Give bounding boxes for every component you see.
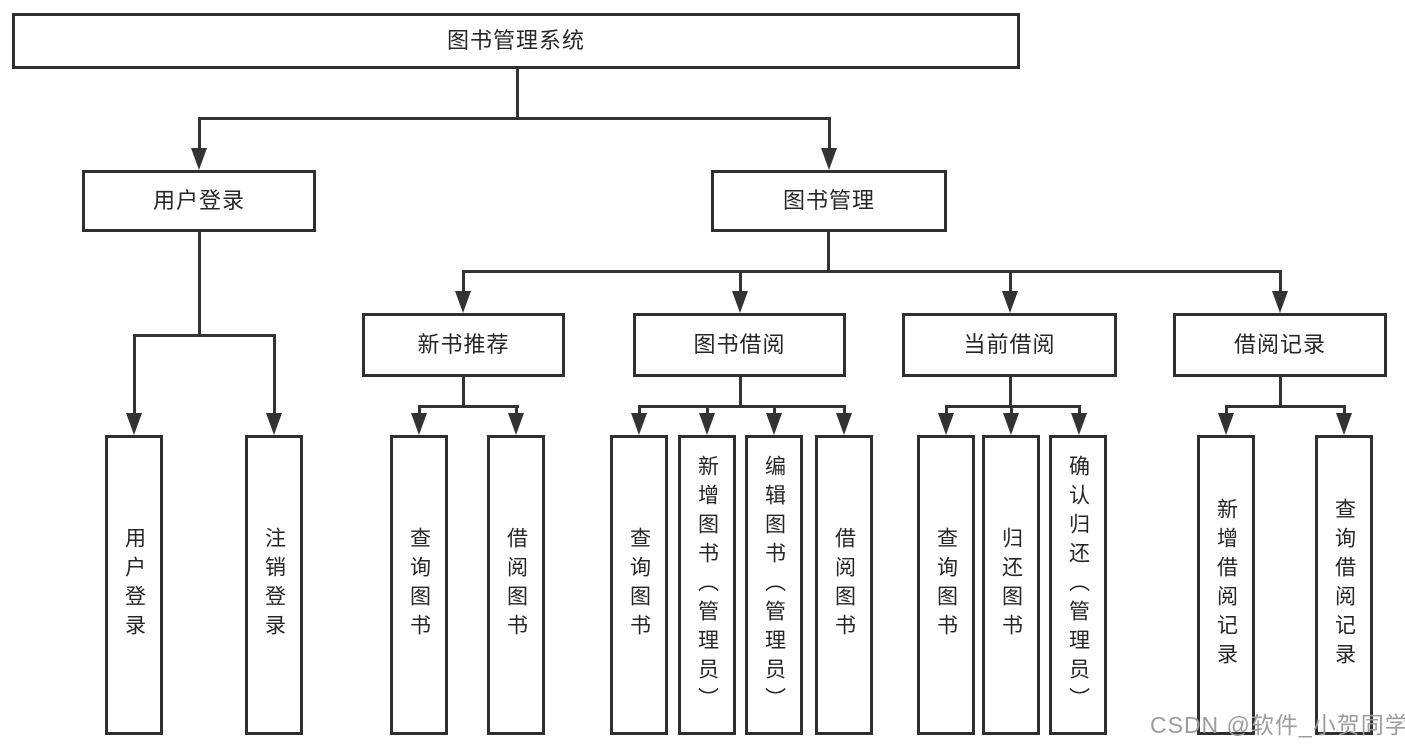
node-new-book-recommend-label: 新书推荐 [417, 332, 510, 357]
connector-line [945, 406, 948, 416]
connector-line [1225, 406, 1228, 416]
leaf-return-book-label: 归还图书 [999, 527, 1023, 643]
connector-line [638, 405, 846, 408]
connector-line [739, 272, 742, 292]
connector-line [1009, 272, 1012, 292]
node-user-login: 用户登录 [82, 170, 316, 232]
arrow-down-icon [732, 291, 748, 313]
node-book-borrow: 图书借阅 [633, 313, 846, 377]
leaf-edit-book-admin-label: 编辑图书（管理员） [762, 454, 786, 716]
leaf-query-book-3-label: 查询图书 [934, 527, 958, 643]
connector-line [1279, 272, 1282, 292]
connector-line [515, 406, 518, 416]
arrow-down-icon [508, 413, 524, 435]
node-book-management: 图书管理 [711, 170, 947, 232]
node-new-book-recommend: 新书推荐 [362, 313, 565, 377]
connector-line [418, 405, 519, 408]
connector-line [1279, 377, 1282, 407]
node-user-login-label: 用户登录 [152, 188, 245, 213]
connector-line [1009, 377, 1012, 407]
leaf-query-borrow-record-label: 查询借阅记录 [1332, 498, 1356, 672]
leaf-user-login-label: 用户登录 [122, 527, 146, 643]
connector-line [828, 119, 831, 150]
connector-line [1225, 405, 1346, 408]
arrow-down-icon [1003, 413, 1019, 435]
node-root-label: 图书管理系统 [446, 28, 585, 53]
connector-line [1343, 406, 1346, 416]
node-borrow-records-label: 借阅记录 [1233, 332, 1326, 357]
arrow-down-icon [821, 148, 837, 170]
leaf-borrow-book-2-label: 借阅图书 [832, 527, 856, 643]
connector-line [1078, 406, 1081, 416]
connector-line [1010, 406, 1013, 416]
leaf-user-login: 用户登录 [105, 435, 163, 735]
connector-line [273, 336, 276, 414]
leaf-confirm-return-admin: 确认归还（管理员） [1049, 435, 1107, 735]
arrow-down-icon [938, 413, 954, 435]
arrow-down-icon [191, 148, 207, 170]
arrow-down-icon [411, 413, 427, 435]
leaf-query-book-2-label: 查询图书 [627, 527, 651, 643]
leaf-edit-book-admin: 编辑图书（管理员） [745, 435, 803, 735]
arrow-down-icon [455, 291, 471, 313]
arrow-down-icon [126, 413, 142, 435]
connector-line [827, 232, 830, 272]
arrow-down-icon [631, 413, 647, 435]
leaf-add-borrow-record: 新增借阅记录 [1197, 435, 1255, 735]
csdn-watermark: CSDN @软件_小贺同学 [1150, 712, 1405, 738]
connector-line [133, 336, 136, 414]
arrow-down-icon [1272, 291, 1288, 313]
connector-line [198, 117, 831, 120]
connector-line [198, 119, 201, 150]
arrow-down-icon [699, 413, 715, 435]
leaf-query-book-3: 查询图书 [917, 435, 975, 735]
connector-line [516, 69, 519, 118]
arrow-down-icon [836, 413, 852, 435]
connector-line [198, 232, 201, 335]
node-book-management-label: 图书管理 [782, 188, 875, 213]
arrow-down-icon [1002, 291, 1018, 313]
arrow-down-icon [1071, 413, 1087, 435]
arrow-down-icon [1218, 413, 1234, 435]
connector-line [462, 377, 465, 407]
leaf-query-book-2: 查询图书 [610, 435, 668, 735]
connector-line [133, 334, 276, 337]
leaf-borrow-book-1-label: 借阅图书 [504, 527, 528, 643]
connector-line [945, 405, 1081, 408]
arrow-down-icon [266, 413, 282, 435]
leaf-confirm-return-admin-label: 确认归还（管理员） [1066, 454, 1090, 716]
leaf-borrow-book-2: 借阅图书 [815, 435, 873, 735]
connector-line [843, 406, 846, 416]
node-current-borrow: 当前借阅 [902, 313, 1117, 377]
leaf-query-book-1: 查询图书 [390, 435, 448, 735]
leaf-query-borrow-record: 查询借阅记录 [1315, 435, 1373, 735]
node-root: 图书管理系统 [12, 13, 1020, 69]
connector-line [773, 406, 776, 416]
leaf-add-book-admin-label: 新增图书（管理员） [695, 454, 719, 716]
leaf-add-borrow-record-label: 新增借阅记录 [1214, 498, 1238, 672]
connector-line [418, 406, 421, 416]
node-current-borrow-label: 当前借阅 [963, 332, 1056, 357]
connector-line [638, 406, 641, 416]
leaf-logout-label: 注销登录 [262, 527, 286, 643]
arrow-down-icon [1336, 413, 1352, 435]
connector-line [739, 377, 742, 407]
leaf-borrow-book-1: 借阅图书 [487, 435, 545, 735]
node-book-borrow-label: 图书借阅 [693, 332, 786, 357]
arrow-down-icon [766, 413, 782, 435]
connector-line [462, 272, 465, 292]
connector-line [706, 406, 709, 416]
leaf-logout: 注销登录 [245, 435, 303, 735]
leaf-add-book-admin: 新增图书（管理员） [678, 435, 736, 735]
connector-line [462, 270, 1282, 273]
node-borrow-records: 借阅记录 [1173, 313, 1387, 377]
leaf-return-book: 归还图书 [982, 435, 1040, 735]
leaf-query-book-1-label: 查询图书 [407, 527, 431, 643]
